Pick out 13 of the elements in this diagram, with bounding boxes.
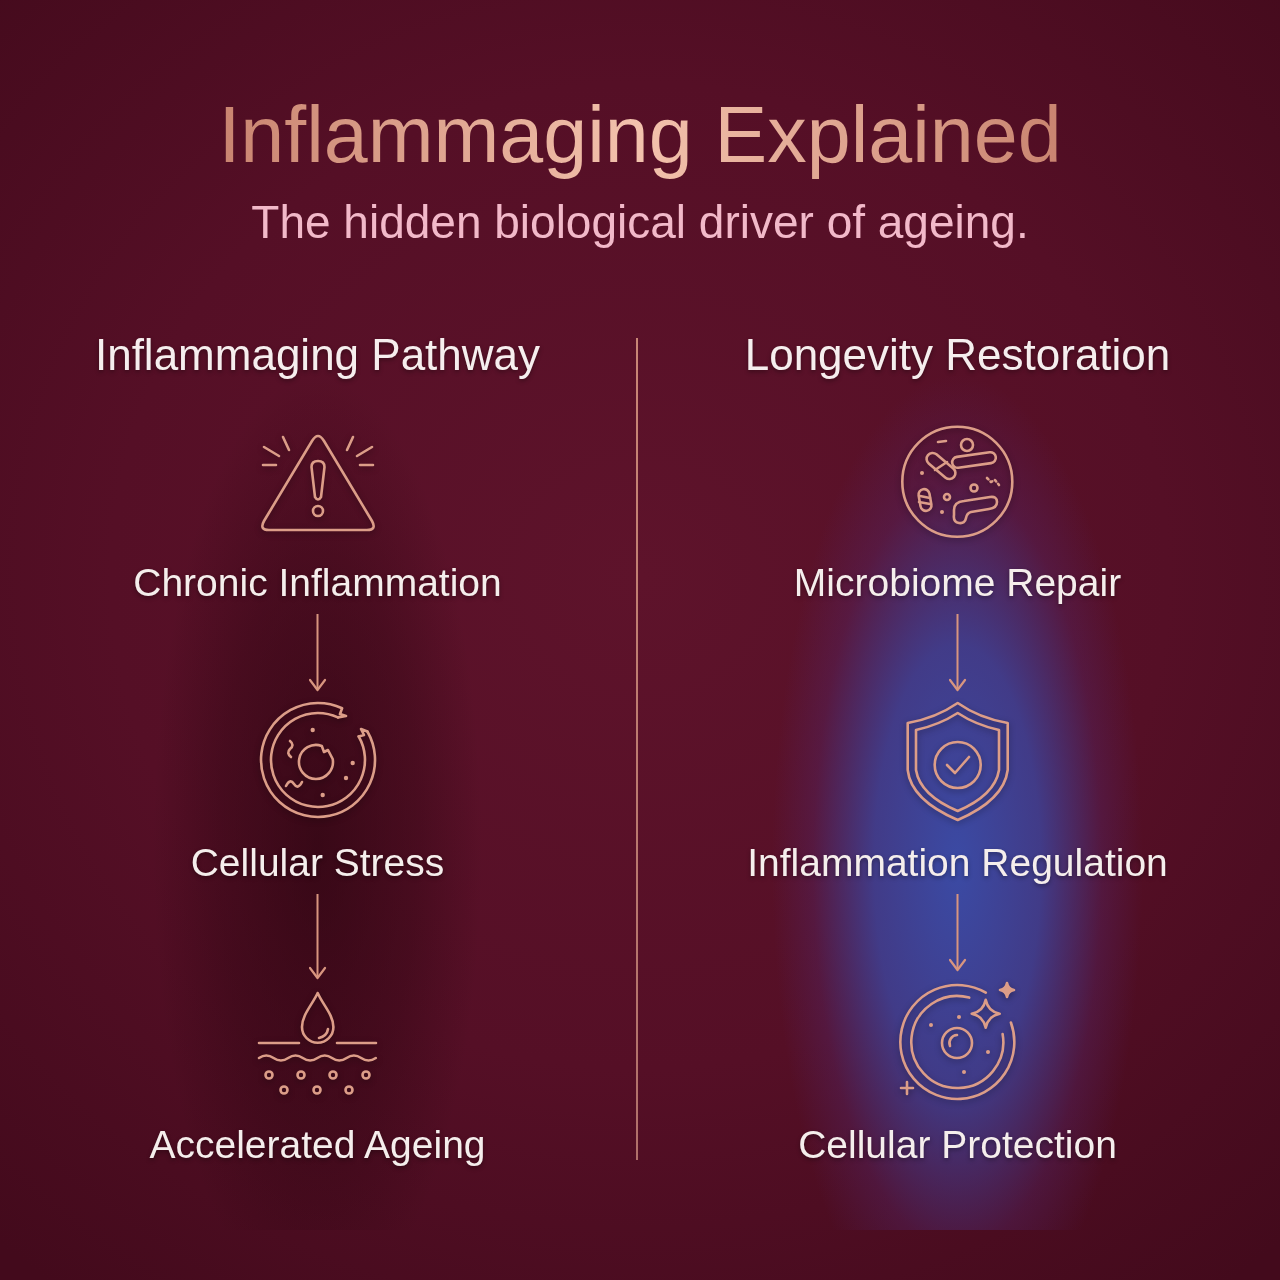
subtitle: The hidden biological driver of ageing.: [251, 195, 1029, 249]
step-label: Microbiome Repair: [793, 561, 1122, 605]
column-heading: Inflammaging Pathway: [94, 329, 541, 381]
arrow: [308, 893, 327, 980]
arrow: [308, 613, 327, 692]
arrow: [948, 613, 967, 692]
step-label: Cellular Stress: [190, 841, 445, 885]
arrow: [948, 893, 967, 972]
step-label: Cellular Protection: [798, 1123, 1117, 1167]
step-label: Inflammation Regulation: [747, 841, 1168, 885]
step-label: Accelerated Ageing: [149, 1123, 486, 1167]
column-heading: Longevity Restoration: [744, 329, 1171, 381]
step-label: Chronic Inflammation: [133, 561, 502, 605]
